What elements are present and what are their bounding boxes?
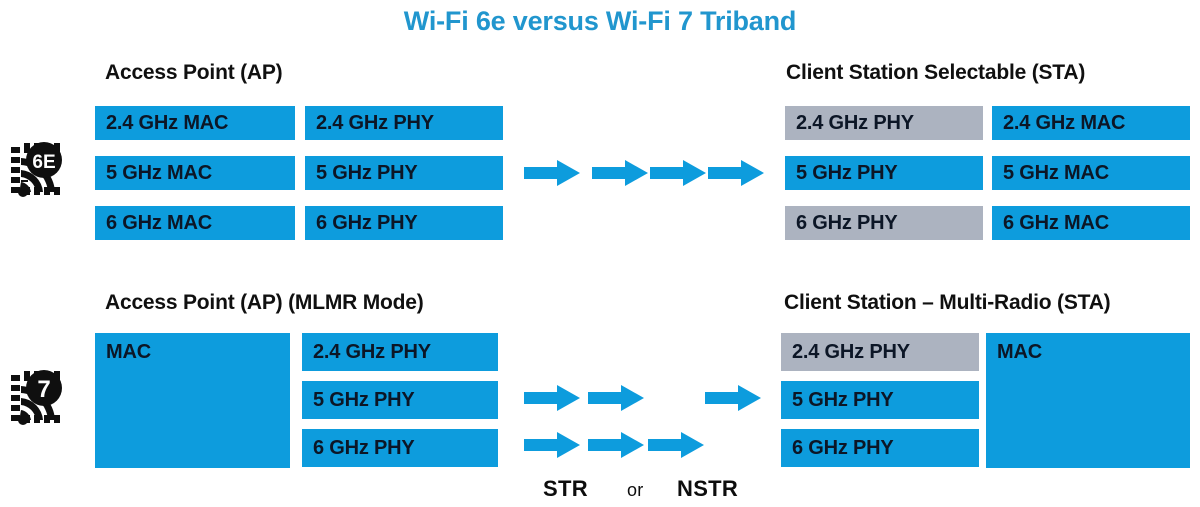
link-arrow-7-nstr-1 bbox=[524, 432, 580, 458]
sta-7-phy-6[interactable]: 6 GHz PHY bbox=[781, 429, 979, 467]
link-arrow-7-str-4 bbox=[705, 385, 761, 411]
heading-sta-6e: Client Station Selectable (STA) bbox=[786, 61, 1086, 84]
wifi-7-badge-label: 7 bbox=[37, 376, 50, 403]
heading-sta-7: Client Station – Multi-Radio (STA) bbox=[784, 291, 1111, 314]
sta-7-mac-block[interactable]: MAC bbox=[986, 333, 1190, 468]
ap-6e-mac-6[interactable]: 6 GHz MAC bbox=[95, 206, 295, 240]
link-arrow-6e-1 bbox=[524, 160, 580, 186]
ap-7-phy-6[interactable]: 6 GHz PHY bbox=[302, 429, 498, 467]
page-title: Wi-Fi 6e versus Wi-Fi 7 Triband bbox=[403, 6, 797, 36]
sta-6e-phy-6[interactable]: 6 GHz PHY bbox=[785, 206, 983, 240]
link-arrow-7-nstr-2 bbox=[588, 432, 644, 458]
legend-nstr: NSTR bbox=[677, 476, 739, 501]
ap-6e-mac-2_4[interactable]: 2.4 GHz MAC bbox=[95, 106, 295, 140]
wifi-7-badge: 7 bbox=[8, 366, 70, 428]
sta-6e-phy-5[interactable]: 5 GHz PHY bbox=[785, 156, 983, 190]
ap-6e-phy-6[interactable]: 6 GHz PHY bbox=[305, 206, 503, 240]
sta-6e-mac-5[interactable]: 5 GHz MAC bbox=[992, 156, 1190, 190]
sta-7-phy-2_4[interactable]: 2.4 GHz PHY bbox=[781, 333, 979, 371]
sta-6e-phy-2_4[interactable]: 2.4 GHz PHY bbox=[785, 106, 983, 140]
ap-6e-mac-5[interactable]: 5 GHz MAC bbox=[95, 156, 295, 190]
wifi-6e-badge: 6E bbox=[8, 138, 70, 200]
sta-6e-mac-2_4[interactable]: 2.4 GHz MAC bbox=[992, 106, 1190, 140]
heading-ap-7: Access Point (AP) (MLMR Mode) bbox=[105, 291, 424, 314]
sta-7-phy-5[interactable]: 5 GHz PHY bbox=[781, 381, 979, 419]
ap-7-phy-5[interactable]: 5 GHz PHY bbox=[302, 381, 498, 419]
ap-6e-phy-2_4[interactable]: 2.4 GHz PHY bbox=[305, 106, 503, 140]
wifi-6e-badge-label: 6E bbox=[32, 152, 55, 173]
ap-7-phy-2_4[interactable]: 2.4 GHz PHY bbox=[302, 333, 498, 371]
link-arrow-7-str-2 bbox=[588, 385, 644, 411]
link-arrow-7-str-1 bbox=[524, 385, 580, 411]
link-arrow-6e-4 bbox=[708, 160, 764, 186]
link-arrow-6e-3 bbox=[650, 160, 706, 186]
sta-6e-mac-6[interactable]: 6 GHz MAC bbox=[992, 206, 1190, 240]
heading-ap-6e: Access Point (AP) bbox=[105, 61, 283, 84]
link-arrow-6e-2 bbox=[592, 160, 648, 186]
legend-str: STR bbox=[543, 476, 588, 501]
ap-7-mac-block[interactable]: MAC bbox=[95, 333, 290, 468]
link-arrow-7-nstr-3 bbox=[648, 432, 704, 458]
legend-or: or bbox=[627, 480, 644, 500]
ap-6e-phy-5[interactable]: 5 GHz PHY bbox=[305, 156, 503, 190]
